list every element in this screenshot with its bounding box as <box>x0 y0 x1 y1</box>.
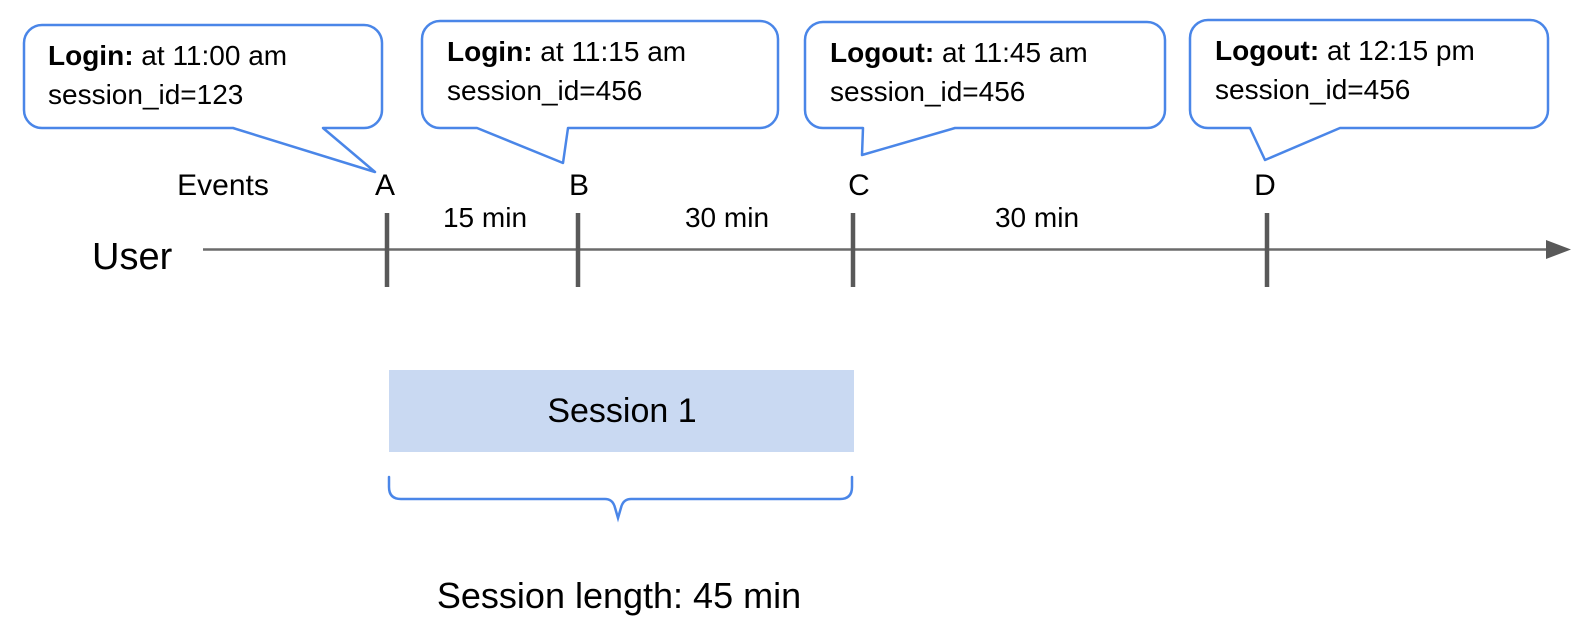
marker-label-c: C <box>848 169 870 202</box>
event-session-text: session_id=456 <box>447 75 643 106</box>
event-time-text: at 12:15 pm <box>1319 35 1475 66</box>
marker-label-d: D <box>1254 169 1276 202</box>
callout-bubble-b <box>420 19 780 165</box>
callout-text-d: Logout: at 12:15 pm session_id=456 <box>1215 31 1475 109</box>
callout-line-event: Logout: at 12:15 pm <box>1215 31 1475 70</box>
event-type-label: Logout: <box>1215 35 1320 66</box>
callout-bubble-c <box>803 20 1167 157</box>
interval-label-a-b: 15 min <box>442 202 528 233</box>
callout-text-c: Logout: at 11:45 am session_id=456 <box>830 33 1088 111</box>
session-box-label: Session 1 <box>547 392 697 430</box>
interval-label-c-d: 30 min <box>994 202 1080 233</box>
callout-line-event: Login: at 11:15 am <box>447 32 686 71</box>
event-session-text: session_id=123 <box>48 79 244 110</box>
callout-bubble-a <box>22 23 384 174</box>
timeline-arrowhead-icon <box>1546 240 1571 259</box>
callout-text-a: Login: at 11:00 am session_id=123 <box>48 36 287 114</box>
event-session-text: session_id=456 <box>1215 74 1411 105</box>
event-type-label: Login: <box>48 40 134 71</box>
callout-text-b: Login: at 11:15 am session_id=456 <box>447 32 686 110</box>
marker-label-a: A <box>374 169 396 202</box>
event-session-text: session_id=456 <box>830 76 1026 107</box>
callout-line-event: Logout: at 11:45 am <box>830 33 1088 72</box>
event-type-label: Logout: <box>830 37 935 68</box>
session-length-label: Session length: 45 min <box>436 575 802 616</box>
event-time-text: at 11:15 am <box>532 36 687 67</box>
interval-label-b-c: 30 min <box>684 202 770 233</box>
callout-bubble-d <box>1188 18 1550 162</box>
marker-label-b: B <box>568 169 590 202</box>
event-type-label: Login: <box>447 36 533 67</box>
event-time-text: at 11:45 am <box>934 37 1088 68</box>
session-brace <box>387 475 854 523</box>
callout-line-event: Login: at 11:00 am <box>48 36 287 75</box>
session-box <box>389 370 854 452</box>
events-row-label: Events <box>177 169 269 202</box>
user-actor-label: User <box>92 236 173 278</box>
event-time-text: at 11:00 am <box>133 40 288 71</box>
